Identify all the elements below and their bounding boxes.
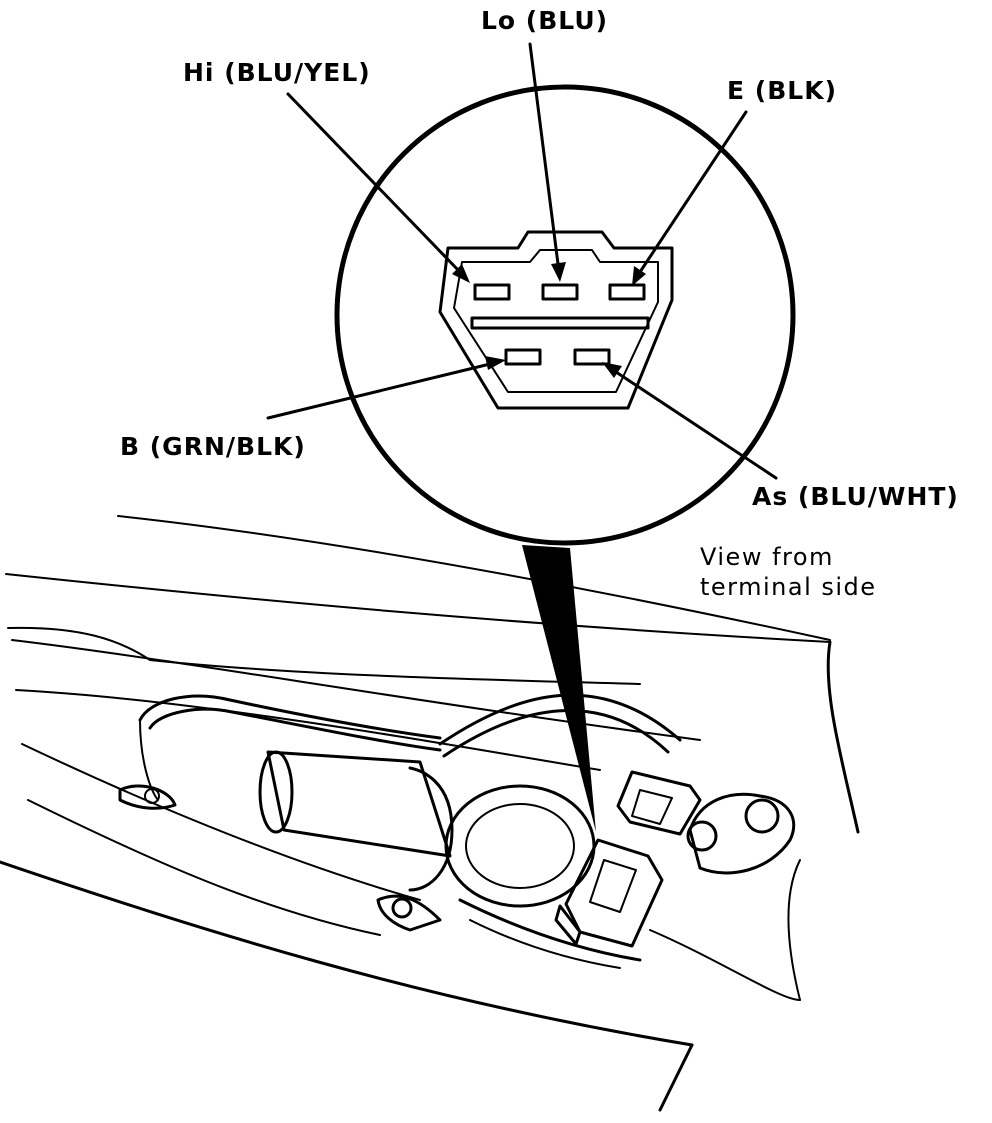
leader-lines [266,42,778,480]
view-note: View from terminal side [700,542,877,602]
terminal-as [573,348,611,366]
terminal-lo [541,283,579,301]
terminal-hi [473,283,511,301]
view-note-line1: View from [700,543,834,571]
label-e: E (BLK) [727,76,837,105]
view-note-line2: terminal side [700,573,877,601]
label-lo: Lo (BLU) [481,6,609,35]
label-hi: Hi (BLU/YEL) [183,58,371,87]
callout-pointer [522,545,596,832]
vehicle-body-sketch [0,515,860,1112]
label-as: As (BLU/WHT) [752,482,959,511]
detail-circle [334,84,796,546]
terminal-e [608,283,646,301]
terminal-b [504,348,542,366]
label-b: B (GRN/BLK) [120,432,306,461]
